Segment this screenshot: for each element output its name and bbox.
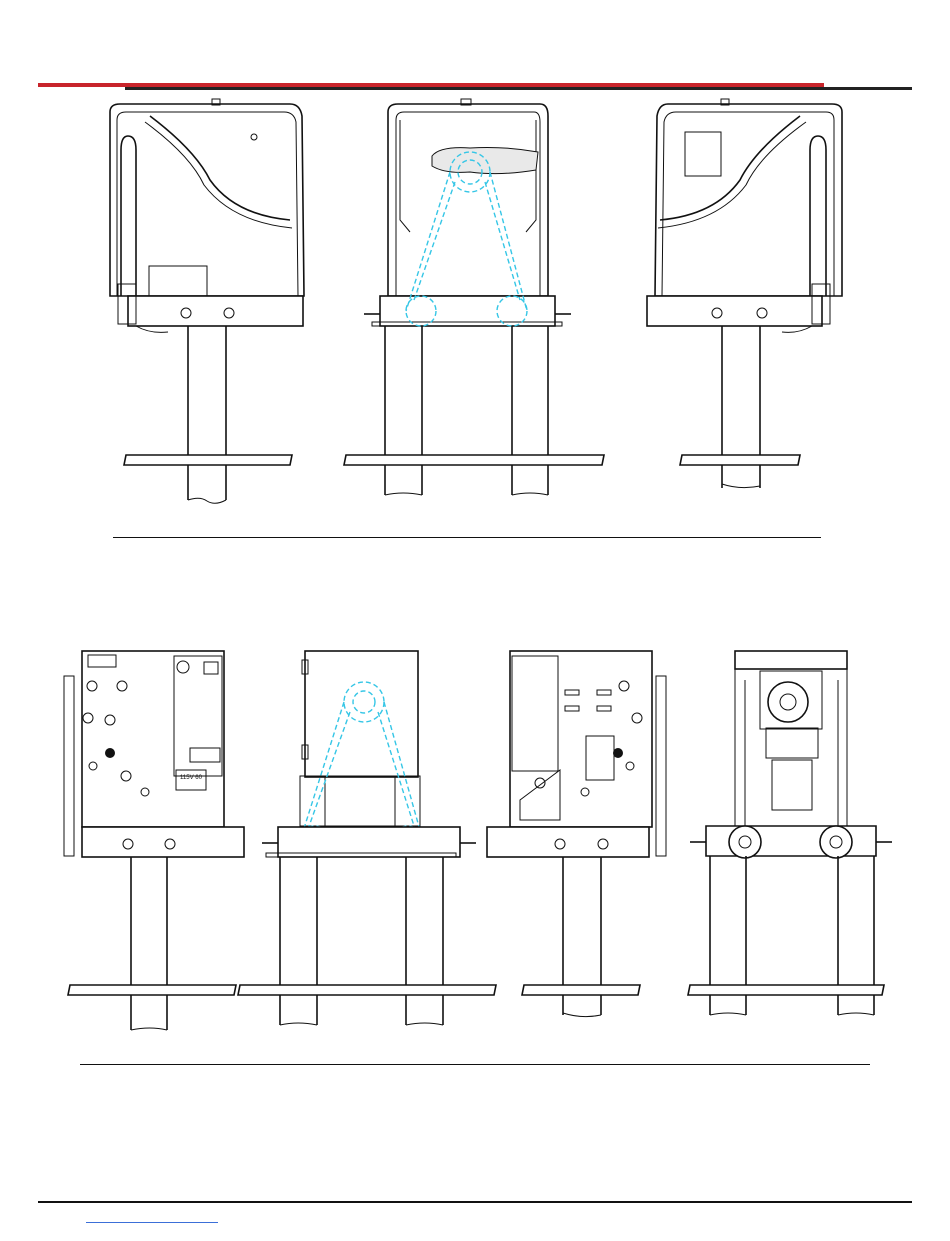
bottom-rear-open-view	[688, 651, 892, 1015]
top-front-view	[344, 99, 604, 495]
top-right-side-view	[647, 99, 842, 488]
figure-separator-top	[113, 537, 821, 538]
figure-separator-bottom	[80, 1064, 870, 1065]
top-left-side-view	[110, 99, 304, 503]
footer-link-underline[interactable]	[86, 1222, 218, 1223]
label-plate-text: 115V 60	[180, 775, 203, 781]
footer-rule	[38, 1201, 912, 1203]
bottom-left-open-view: 115V 60	[64, 651, 244, 1030]
bottom-right-open-view	[487, 651, 666, 1017]
bottom-front-open-view	[238, 651, 496, 1025]
